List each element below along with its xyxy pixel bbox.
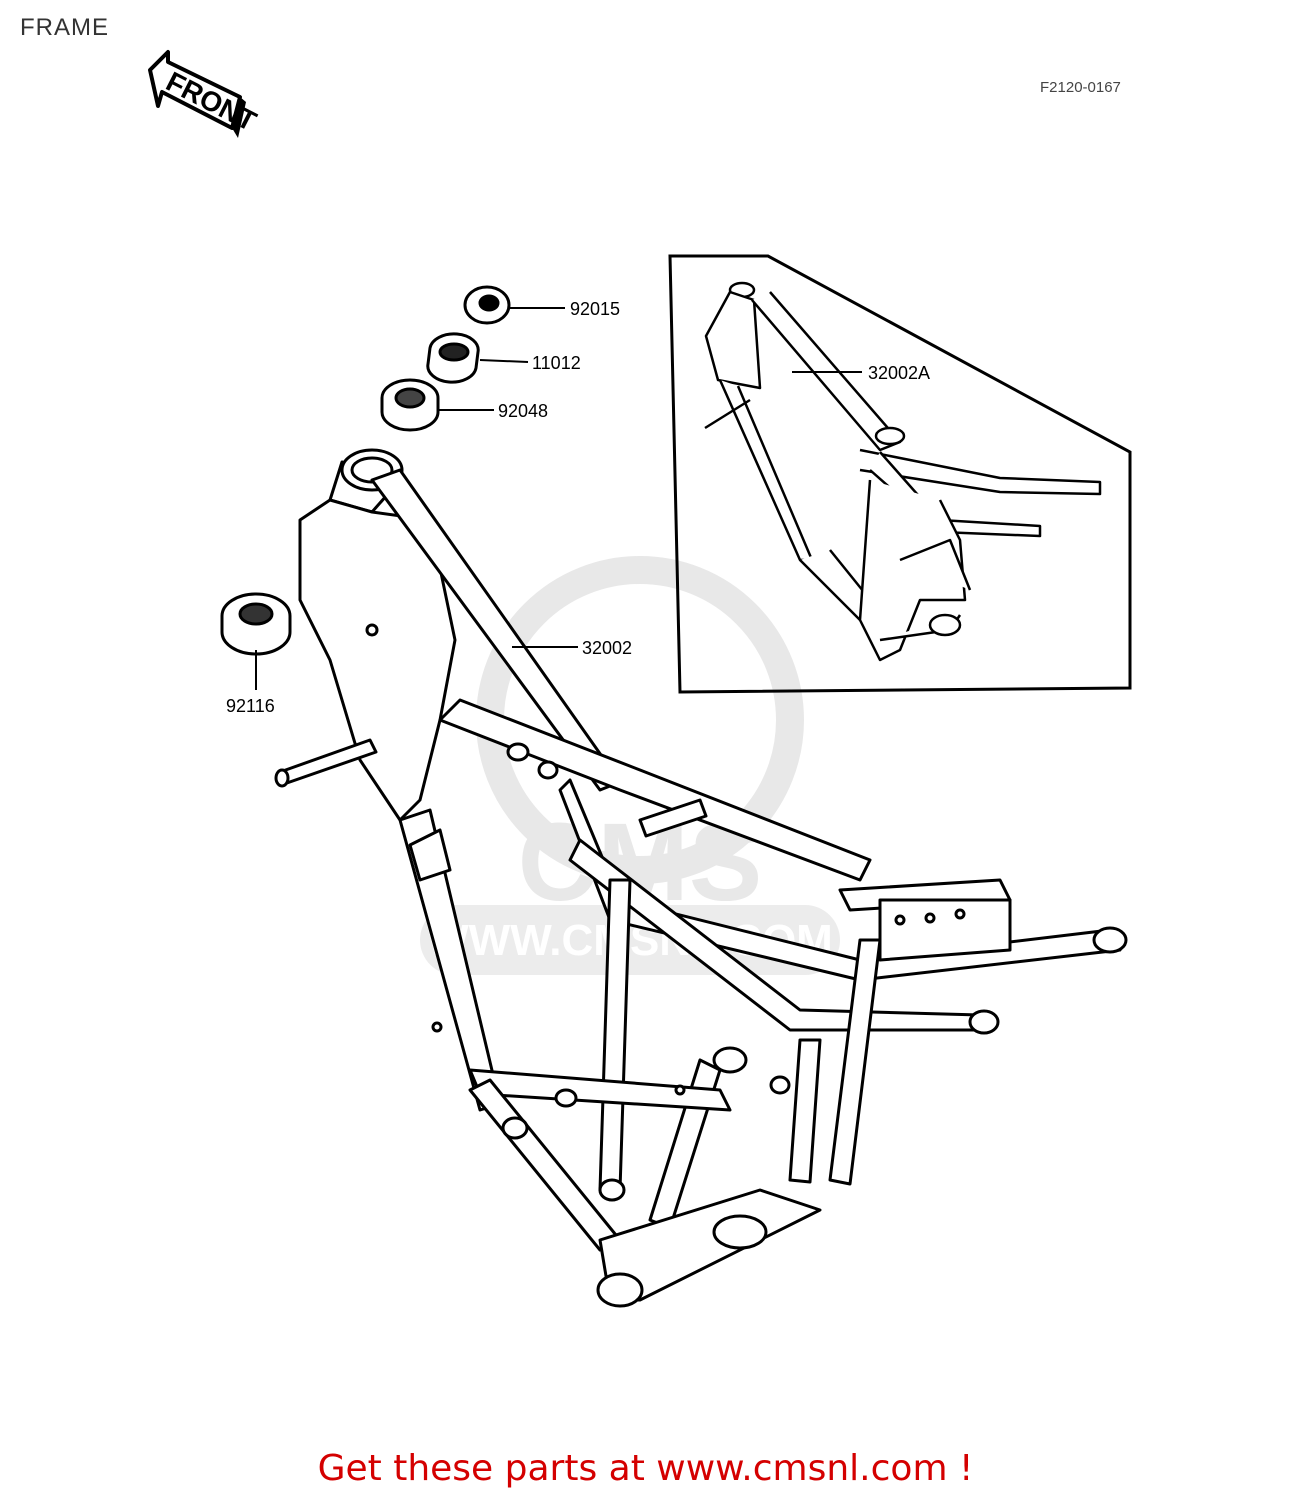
part-label-11012: 11012 [532,353,581,373]
inset-box [668,254,1132,694]
inset-frame-32002a [704,281,1102,662]
part-label-92116: 92116 [226,696,275,716]
part-label-32002a: 32002A [868,363,930,383]
part-label-92048: 92048 [498,401,548,421]
page-title: FRAME [20,14,109,41]
callout-leaders [255,307,862,690]
part-label-92015: 92015 [570,299,620,319]
part-92015-cap [463,285,511,325]
part-11012-bearing [426,332,480,384]
part-92048-seal [380,378,440,432]
main-frame-32002 [274,448,1128,1308]
part-label-32002: 32002 [582,638,632,658]
part-92116-seal [220,592,292,656]
diagram-code: F2120-0167 [1040,79,1121,96]
footer-link[interactable]: Get these parts at www.cmsnl.com ! [317,1448,974,1489]
front-arrow-icon: FRONT [148,50,261,138]
